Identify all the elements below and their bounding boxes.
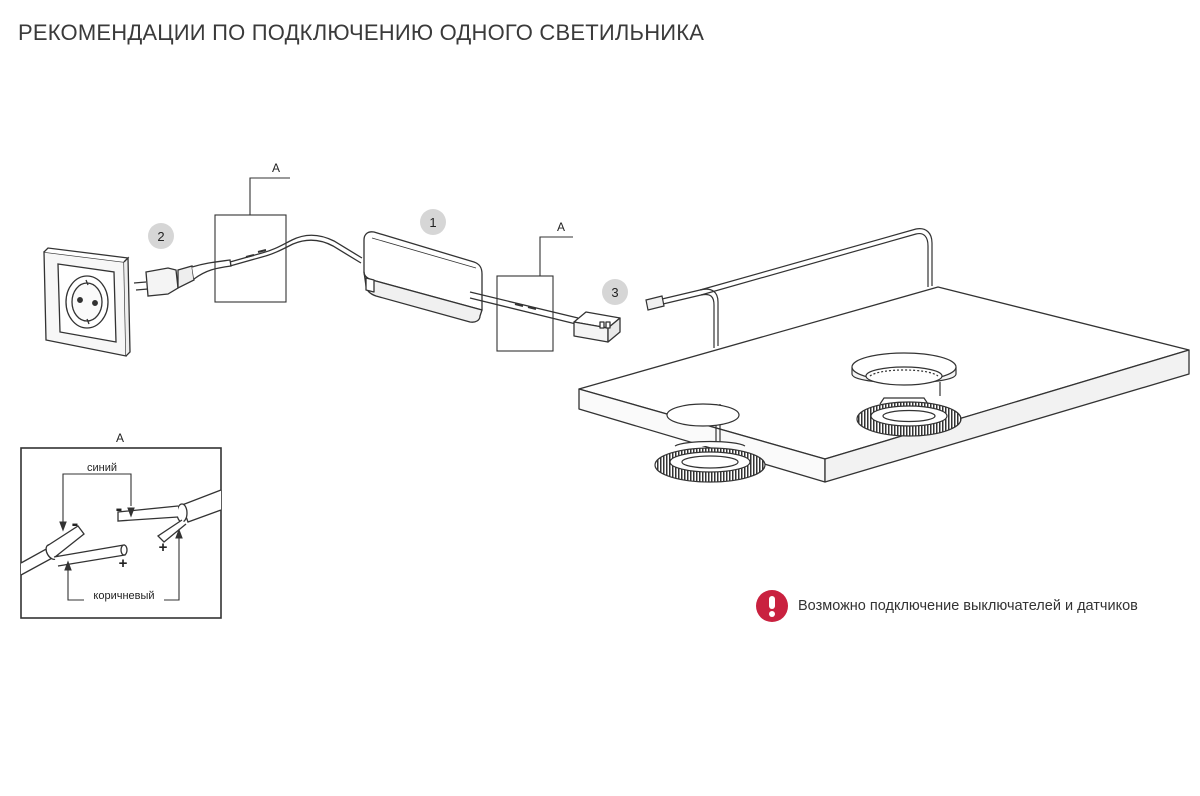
detail-box-driver-output — [496, 236, 573, 352]
luminaire-connector — [645, 289, 702, 311]
brown-wire-label: коричневый — [93, 590, 154, 602]
page-title: РЕКОМЕНДАЦИИ ПО ПОДКЛЮЧЕНИЮ ОДНОГО СВЕТИ… — [18, 20, 705, 45]
detail-box-plug-cable — [214, 177, 290, 303]
inset-detail: A синий коричневый - - + — [20, 431, 222, 619]
callout-junction-box: 3 — [602, 279, 628, 305]
luminaire-installed — [654, 440, 766, 483]
plus-left: + — [119, 555, 128, 572]
ceiling-cutout — [666, 403, 740, 427]
led-driver — [363, 231, 483, 323]
notice-text: Возможно подключение выключателей и датч… — [798, 598, 1138, 614]
luminaire-module — [856, 397, 962, 437]
detail-ref-driver-output: A — [557, 220, 565, 234]
inset-ref: A — [116, 431, 124, 445]
blue-wire-label: синий — [87, 462, 117, 474]
warning-icon — [756, 590, 788, 622]
power-cable — [229, 234, 363, 267]
minus-right: - — [116, 498, 123, 520]
power-plug — [133, 259, 232, 297]
minus-left: - — [72, 513, 79, 535]
wall-socket — [43, 247, 131, 357]
junction-box — [573, 311, 621, 343]
svg-text:2: 2 — [157, 229, 164, 244]
output-cable — [469, 291, 579, 325]
svg-text:1: 1 — [429, 215, 436, 230]
callout-plug: 2 — [148, 223, 174, 249]
notice: Возможно подключение выключателей и датч… — [756, 590, 1138, 622]
luminaire-cables — [699, 228, 941, 446]
detail-ref-plug-cable: A — [272, 161, 280, 175]
callout-driver: 1 — [420, 209, 446, 235]
luminaire-ring — [851, 352, 957, 386]
svg-text:3: 3 — [611, 285, 618, 300]
plus-right: + — [159, 539, 168, 556]
